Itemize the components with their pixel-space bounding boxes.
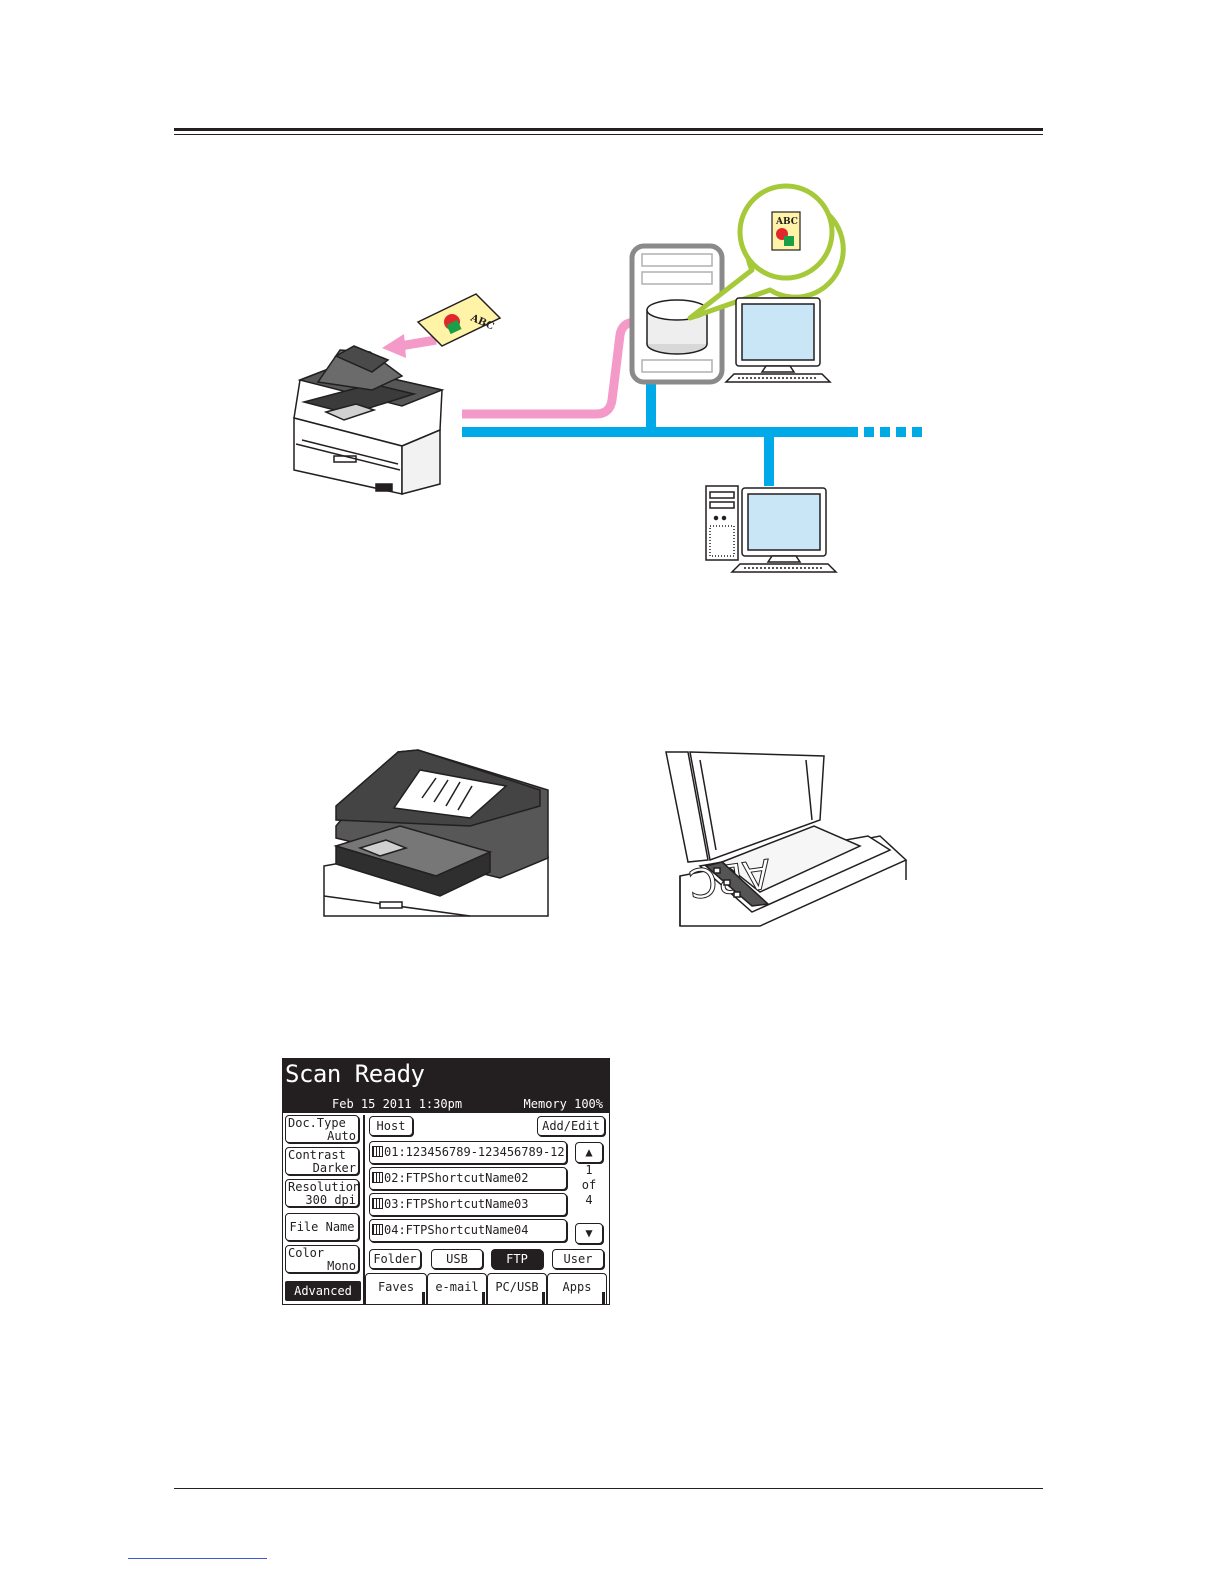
usb-button[interactable]: USB: [431, 1249, 483, 1269]
footer-rule: [174, 1488, 1043, 1489]
multifunction-printer-icon: [294, 346, 442, 494]
tab-pc-usb[interactable]: PC/USB: [487, 1273, 547, 1304]
scan-path: [462, 322, 642, 414]
scan-ready-lcd-panel: Scan Ready Feb 15 2011 1:30pm Memory 100…: [282, 1058, 610, 1305]
ftp-shortcut-entry[interactable]: 03:FTPShortcutName03: [369, 1193, 567, 1216]
lcd-memory: Memory 100%: [524, 1097, 603, 1111]
network-lines: [462, 382, 922, 486]
scroll-down-button[interactable]: ▼: [575, 1223, 603, 1244]
page-total: 4: [575, 1193, 603, 1208]
desktop-computer-icon: [706, 486, 836, 572]
folder-button[interactable]: Folder: [369, 1249, 421, 1269]
scroll-up-button[interactable]: ▲: [575, 1142, 603, 1163]
ftp-button[interactable]: FTP: [491, 1249, 543, 1269]
ftp-shortcut-icon: [372, 1146, 383, 1157]
host-button[interactable]: Host: [369, 1116, 413, 1136]
ftp-shortcut-entry[interactable]: 01:123456789-123456789-12: [369, 1141, 567, 1164]
tab-faves[interactable]: Faves: [365, 1273, 427, 1304]
feed-arrow-icon: [382, 334, 406, 358]
lcd-title: Scan Ready: [285, 1059, 425, 1089]
page-current: 1: [575, 1163, 603, 1178]
color-button[interactable]: Color Mono: [285, 1245, 359, 1273]
ftp-shortcut-icon: [372, 1198, 383, 1209]
ftp-shortcut-icon: [372, 1224, 383, 1235]
add-edit-button[interactable]: Add/Edit: [537, 1116, 605, 1136]
doc-type-button[interactable]: Doc.Type Auto: [285, 1115, 359, 1143]
network-diagram: ABC ABC: [0, 0, 1224, 1000]
svg-text:ABC: ABC: [775, 217, 798, 227]
computer-icon: [726, 298, 830, 382]
ftp-shortcut-icon: [372, 1172, 383, 1183]
tab-apps[interactable]: Apps: [547, 1273, 607, 1304]
ftp-shortcut-entry[interactable]: 04:FTPShortcutName04: [369, 1219, 567, 1242]
ftp-shortcut-entry[interactable]: 02:FTPShortcutName02: [369, 1167, 567, 1190]
advanced-button[interactable]: Advanced: [285, 1281, 361, 1301]
contrast-button[interactable]: Contrast Darker: [285, 1147, 359, 1175]
page-of: of: [575, 1178, 603, 1193]
lcd-date: Feb 15 2011 1:30pm: [332, 1097, 462, 1111]
resolution-button[interactable]: Resolution 300 dpi: [285, 1179, 359, 1207]
tab-email[interactable]: e-mail: [427, 1273, 487, 1304]
user-button[interactable]: User: [552, 1249, 604, 1269]
file-name-button[interactable]: File Name: [285, 1213, 359, 1241]
lcd-header: Scan Ready Feb 15 2011 1:30pm Memory 100…: [283, 1059, 609, 1113]
glass-loading-illustration: ABC: [666, 752, 906, 926]
adf-loading-illustration: [324, 750, 548, 916]
footer-link-underline[interactable]: [128, 1558, 267, 1559]
